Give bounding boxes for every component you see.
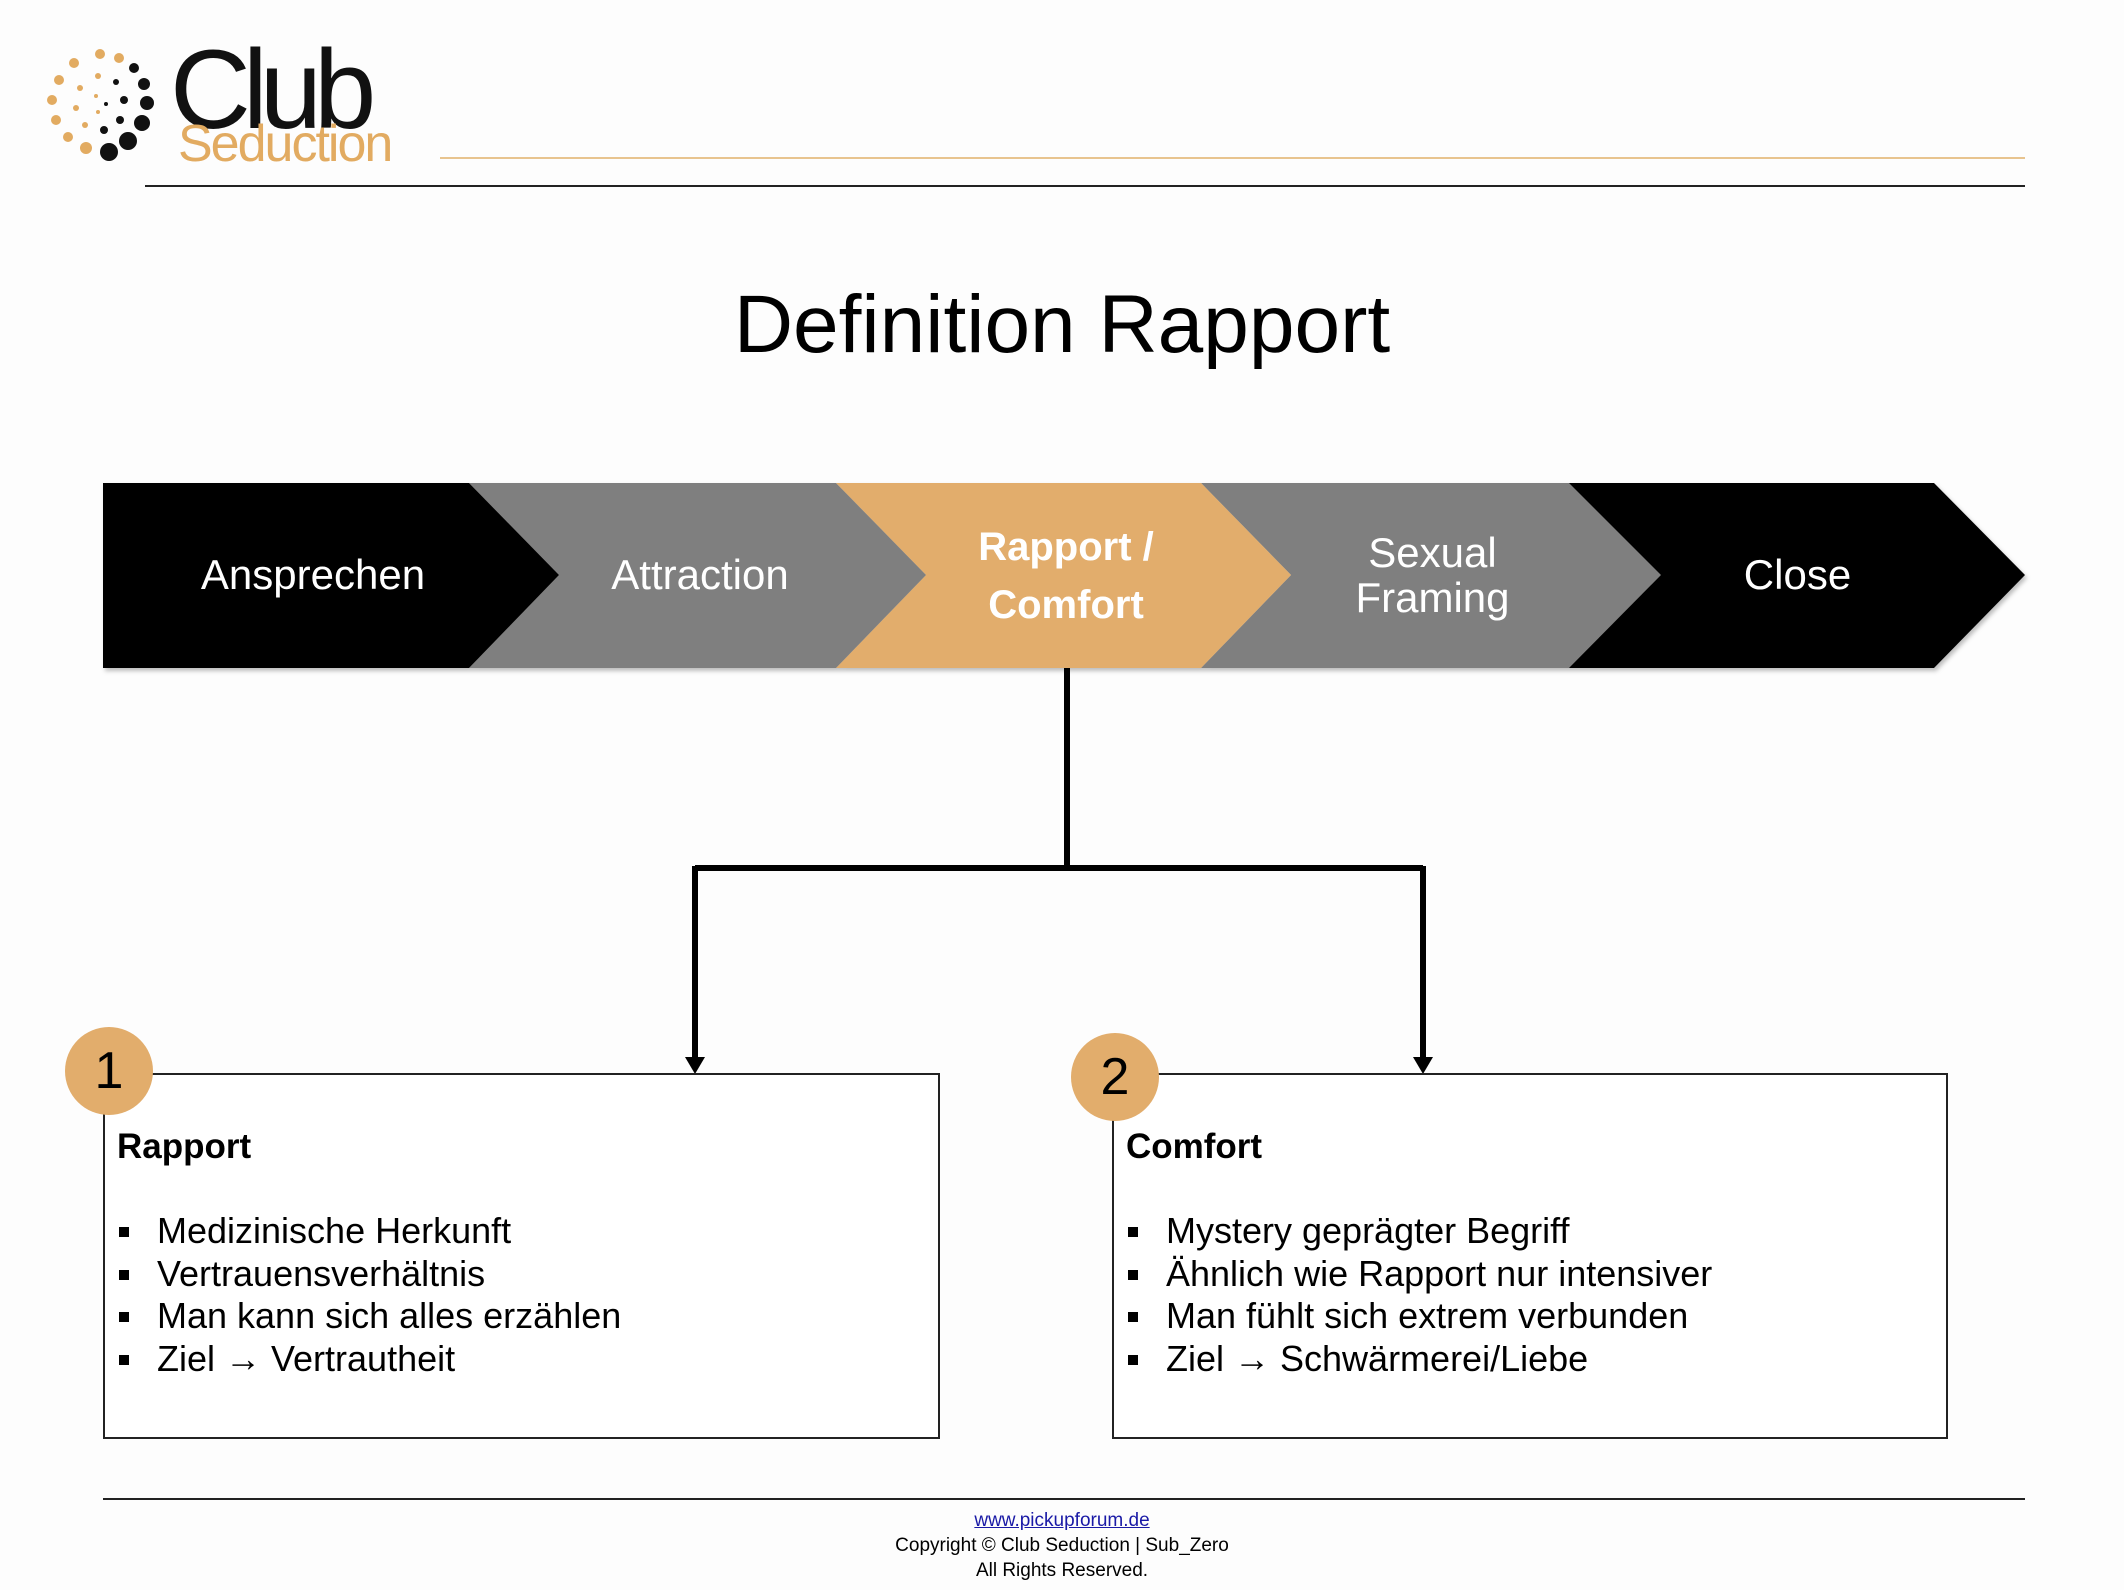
chevron-attraction: [469, 483, 926, 668]
rapport-card: Rapport Medizinische Herkunft Vertrauens…: [103, 1073, 940, 1439]
list-item: Vertrauensverhältnis: [117, 1253, 621, 1296]
chevron-label-ansprechen: Ansprechen: [200, 551, 426, 599]
arrow-to-rapport-icon: [685, 1057, 705, 1074]
connector-lines: [692, 668, 1426, 1060]
header-black-rule: [145, 185, 2025, 187]
chevron-label-rapport-comfort: Rapport / Comfort: [978, 524, 1154, 627]
chevron-label-sexual-framing: Sexual Framing: [1355, 529, 1510, 621]
comfort-card-heading: Comfort: [1126, 1127, 1263, 1166]
list-item: Ziel → Vertrautheit: [117, 1338, 621, 1381]
chevron-label-attraction: Attraction: [611, 551, 789, 599]
chevron-rapport-comfort: [836, 483, 1291, 668]
list-item: Mystery geprägter Begriff: [1126, 1210, 1712, 1253]
footer-rule: [103, 1498, 2025, 1500]
list-item: Man kann sich alles erzählen: [117, 1295, 621, 1338]
number-badge-2: 2: [1071, 1033, 1159, 1121]
comfort-card-list: Mystery geprägter Begriff Ähnlich wie Ra…: [1126, 1210, 1712, 1380]
page-title: Definition Rapport: [733, 279, 1391, 370]
arrow-to-comfort-icon: [1413, 1057, 1433, 1074]
chevron-label-close: Close: [1743, 551, 1852, 599]
footer-rights: All Rights Reserved.: [975, 1560, 1149, 1581]
chevron-close: [1540, 483, 2025, 668]
logo-word-seduction: Seduction: [178, 115, 393, 173]
logo-word-club: Club: [170, 27, 376, 152]
footer-copyright: Copyright © Club Seduction | Sub_Zero: [895, 1535, 1229, 1556]
footer-link-row: www.pickupforum.de: [0, 1511, 2124, 1530]
list-item: Ähnlich wie Rapport nur intensiver: [1126, 1253, 1712, 1296]
header-gold-rule: [440, 157, 2025, 159]
chevron-sexual-framing: [1201, 483, 1661, 668]
logo-dots-icon: [47, 49, 154, 161]
list-item: Ziel → Schwärmerei/Liebe: [1126, 1338, 1712, 1381]
club-seduction-logo: Club Seduction: [40, 34, 420, 175]
list-item: Medizinische Herkunft: [117, 1210, 621, 1253]
pickupforum-link[interactable]: www.pickupforum.de: [974, 1510, 1150, 1531]
rapport-card-list: Medizinische Herkunft Vertrauensverhältn…: [117, 1210, 621, 1380]
rapport-card-heading: Rapport: [117, 1127, 252, 1166]
comfort-card: Comfort Mystery geprägter Begriff Ähnlic…: [1112, 1073, 1948, 1439]
chevron-ansprechen: [103, 483, 559, 668]
list-item: Man fühlt sich extrem verbunden: [1126, 1295, 1712, 1338]
number-badge-1: 1: [65, 1027, 153, 1115]
